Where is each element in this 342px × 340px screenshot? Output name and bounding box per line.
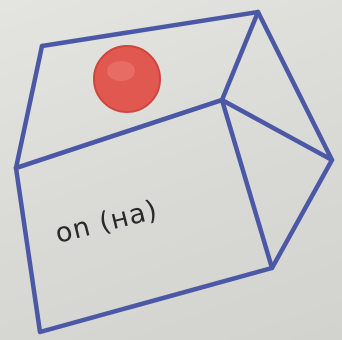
box-top-right-edge xyxy=(222,12,258,100)
ball-highlight xyxy=(107,61,135,81)
caption-label: on (на) xyxy=(52,194,161,249)
box-top-back-edge xyxy=(42,12,258,46)
box-outline xyxy=(16,12,332,332)
box-left-back-edge xyxy=(16,46,42,168)
